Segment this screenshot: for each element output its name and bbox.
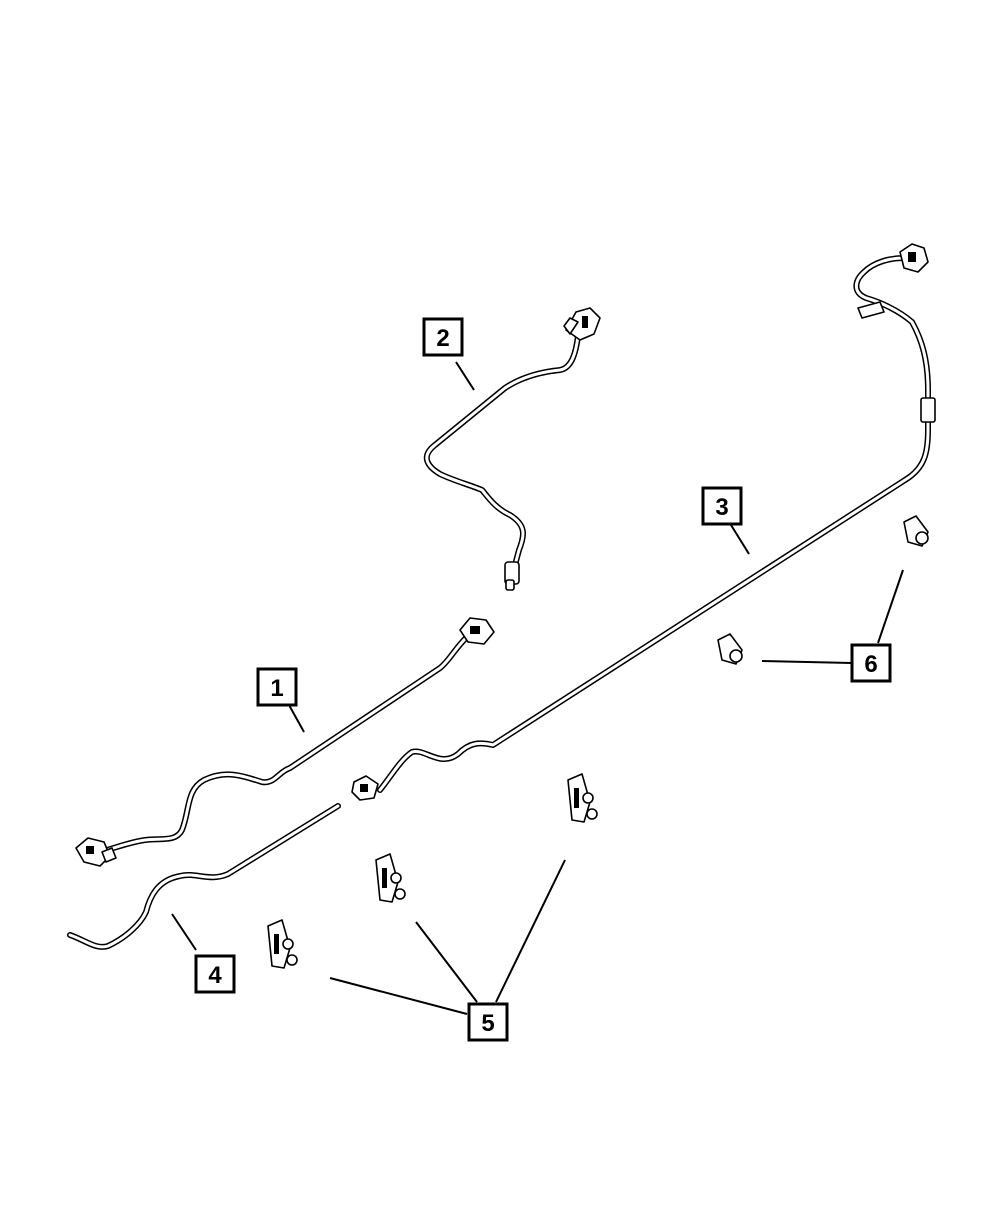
leader-2: [455, 361, 475, 391]
clip-part-5-c: [567, 773, 598, 823]
callout-label-3: 3: [715, 494, 728, 521]
callout-label-2: 2: [436, 325, 449, 352]
leader-1: [288, 704, 305, 733]
tube-part-2: [423, 307, 601, 591]
callout-label-5: 5: [481, 1010, 494, 1037]
clip-part-5-a: [267, 919, 298, 969]
callout-label-1: 1: [270, 675, 283, 702]
tube-part-4: [67, 803, 341, 950]
clip-part-6-b: [903, 515, 929, 547]
leader-5a: [329, 977, 468, 1015]
connector-part-1-left: [75, 837, 117, 867]
callout-1: 1: [256, 667, 298, 707]
leader-6b: [877, 569, 904, 644]
leader-6a: [761, 660, 853, 664]
leader-4: [171, 913, 197, 951]
tube-part-3: [351, 243, 936, 801]
connector-part-1-right: [459, 617, 495, 645]
callout-2: 2: [422, 317, 464, 357]
callout-3: 3: [701, 486, 743, 526]
callout-4: 4: [194, 954, 236, 994]
sleeve-part-3: [920, 397, 936, 423]
leader-5b: [415, 921, 478, 1003]
end-fitting-part-2: [504, 561, 520, 591]
clip-part-6-a: [717, 633, 743, 665]
leader-lines: [171, 361, 904, 1015]
tube-part-1: [75, 617, 495, 867]
connector-part-3-top: [899, 243, 929, 273]
clip-part-5-b: [375, 853, 406, 903]
callout-5: 5: [467, 1002, 509, 1042]
connector-part-3-bottom: [351, 775, 379, 801]
callout-6: 6: [850, 643, 892, 683]
connector-part-2-top: [563, 307, 601, 341]
leader-3: [730, 524, 750, 555]
callout-label-4: 4: [208, 962, 222, 989]
leader-5c: [495, 859, 566, 1003]
callout-label-6: 6: [864, 651, 877, 678]
